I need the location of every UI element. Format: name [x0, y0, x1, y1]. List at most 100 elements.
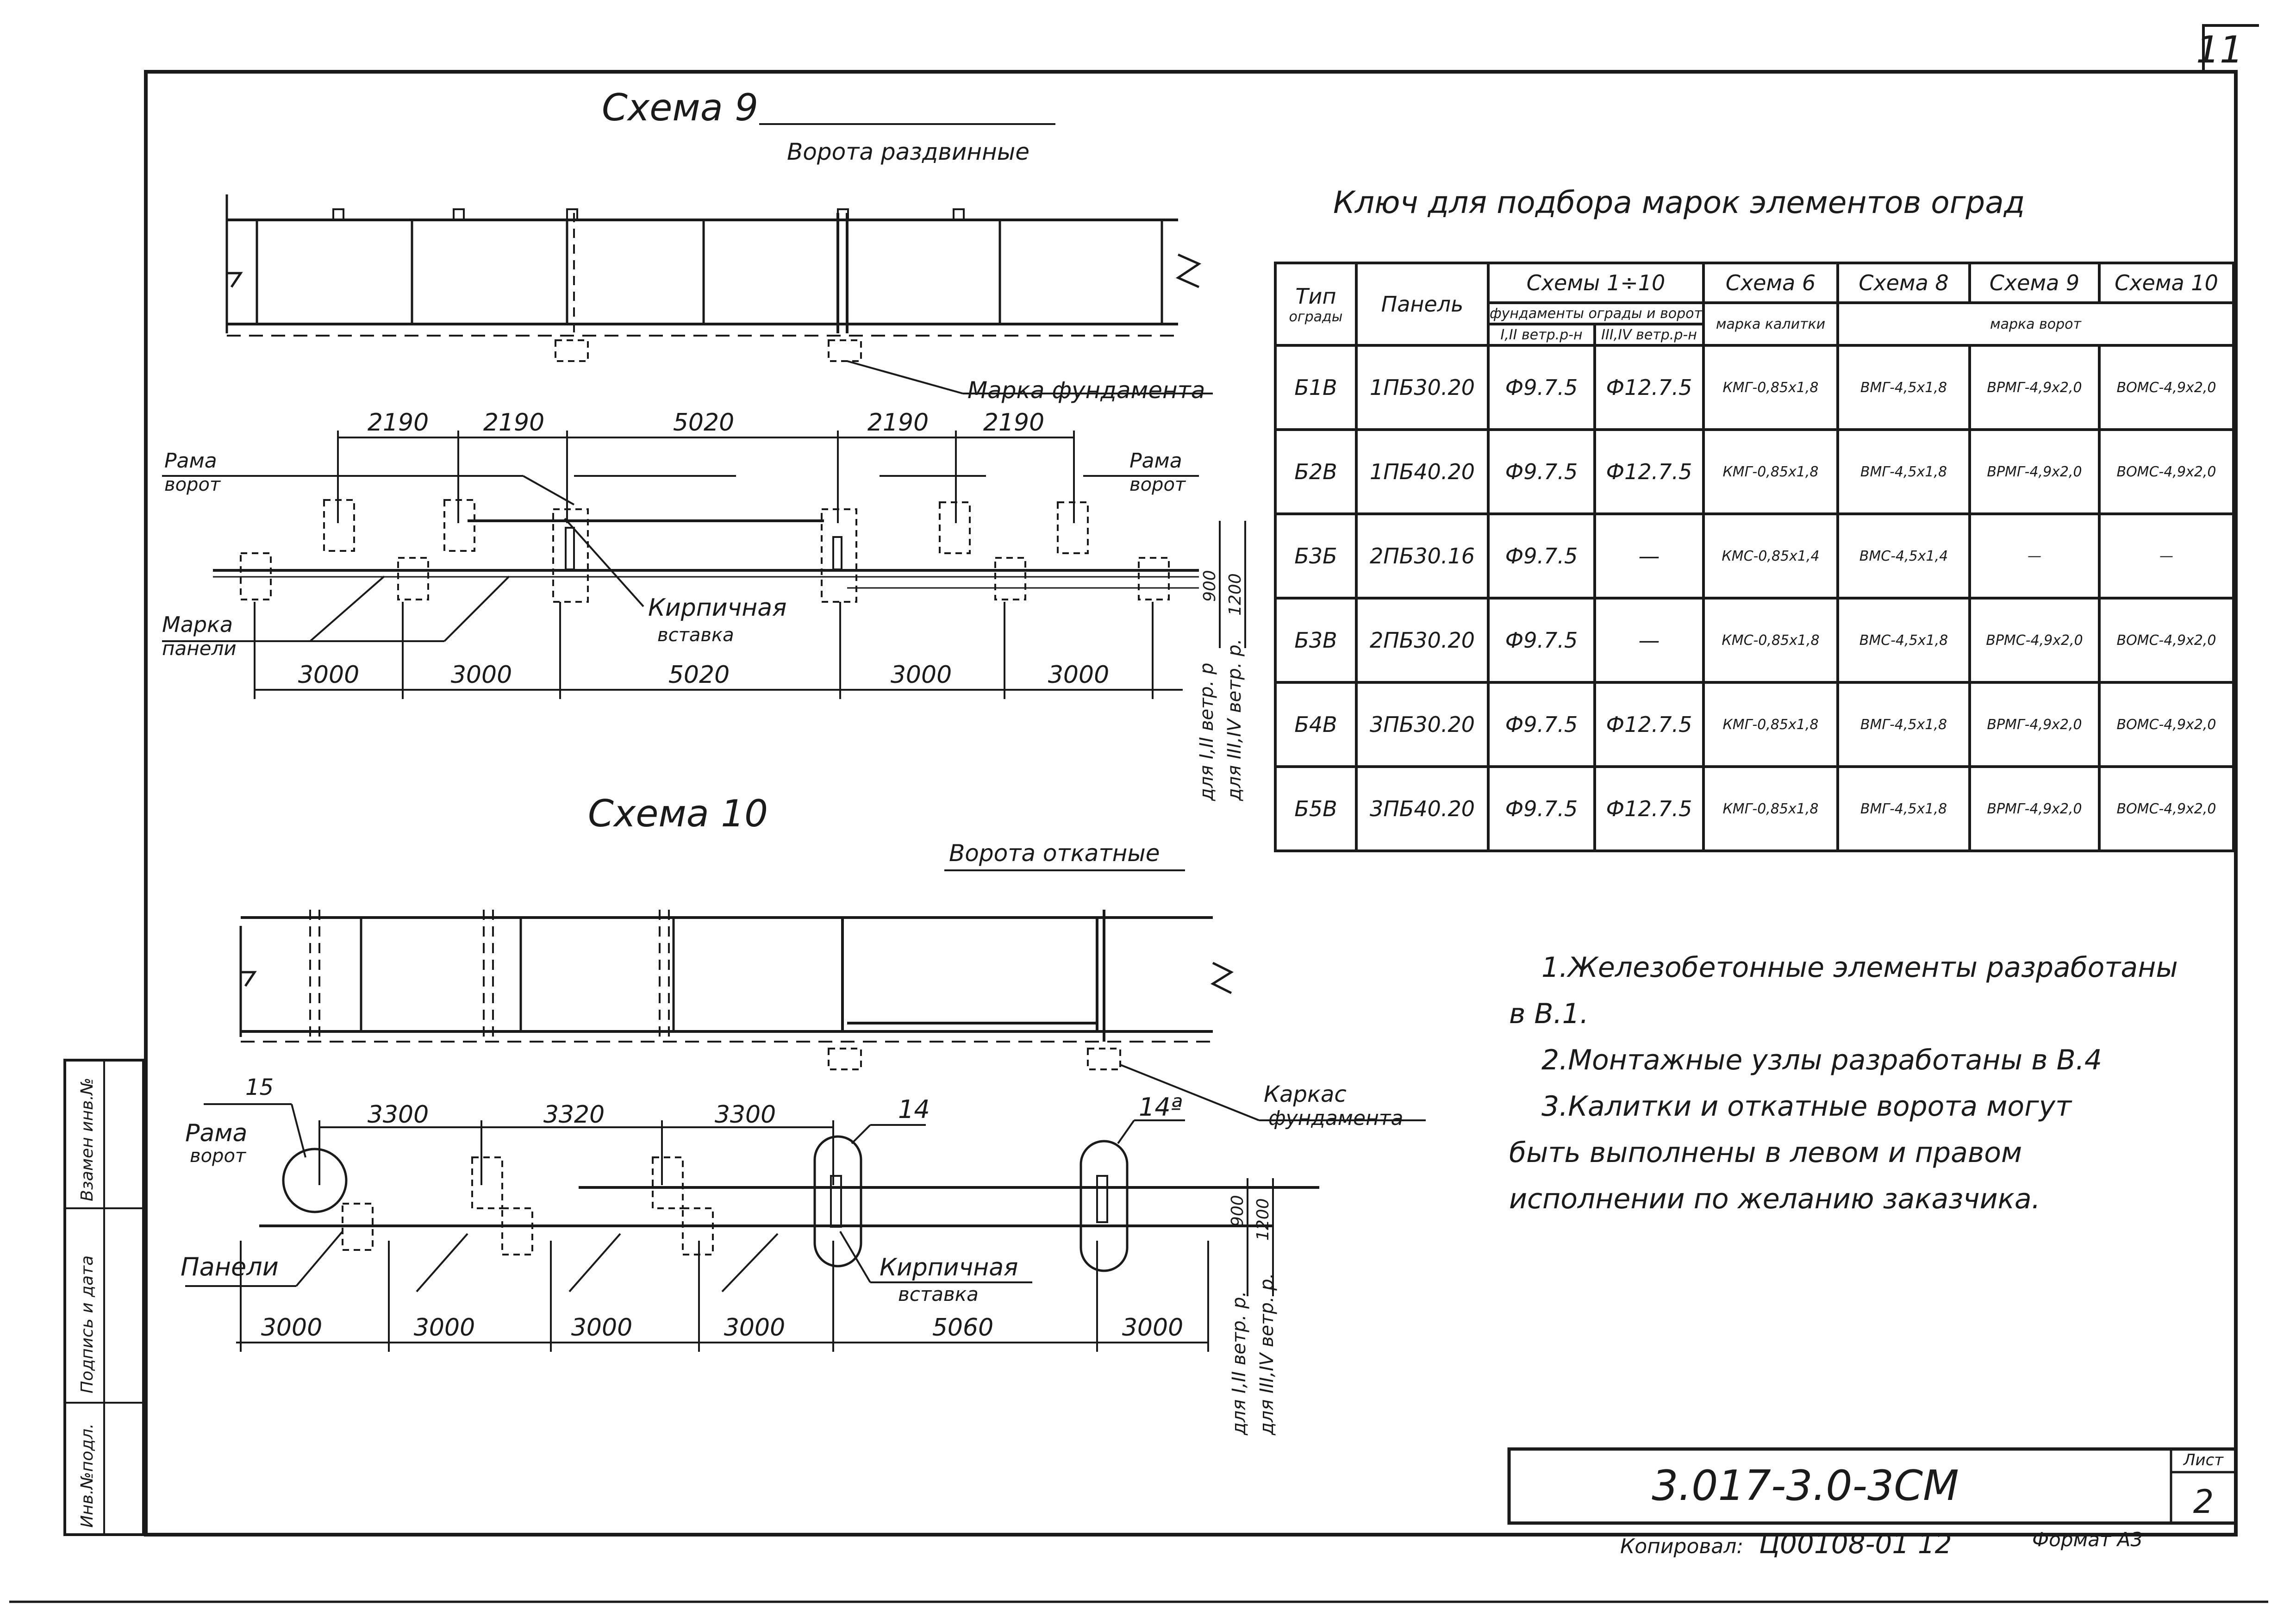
th-wind12: I,II ветр.р-н: [1487, 323, 1596, 347]
cell-s9: ВРМГ-4,9х2,0: [1968, 681, 2101, 768]
cell-s10: ВОМС-4,9х2,0: [2098, 597, 2235, 684]
note-line-2: в В.1.: [1509, 998, 1589, 1030]
cell-type: Б5В: [1274, 765, 1358, 852]
key-table-title: Ключ для подбора марок элементов оград: [1333, 185, 2025, 220]
cell-f2: Ф12.7.5: [1593, 681, 1705, 768]
th-type-1: Тип: [1295, 283, 1336, 309]
table-row: Б4В 3ПБ30.20 Ф9.7.5 Ф12.7.5 КМГ-0,85х1,8…: [1274, 681, 2235, 768]
scheme10-frame-foundation-2: фундамента: [1268, 1106, 1403, 1130]
scheme10-wind-2: для III,IV ветр. р.: [1256, 1273, 1278, 1436]
cell-s6: КМГ-0,85х1,8: [1702, 428, 1839, 515]
scheme10-callout-14a: 14ª: [1139, 1093, 1182, 1122]
cell-f2: Ф12.7.5: [1593, 344, 1705, 431]
cell-s10: ВОМС-4,9х2,0: [2098, 344, 2235, 431]
scheme9-frame-left-1: Рама: [164, 449, 217, 473]
scheme10-frame-2: ворот: [190, 1145, 247, 1167]
scheme10-top-dim-1: 3300: [368, 1101, 429, 1129]
th-scheme10: Схема 10: [2098, 262, 2235, 304]
scheme9-top-dim-2: 2190: [483, 409, 544, 437]
cell-s8: ВМГ-4,5х1,8: [1836, 681, 1971, 768]
cell-s8: ВМГ-4,5х1,8: [1836, 428, 1971, 515]
scheme10-height-1200: 1200: [1254, 1198, 1273, 1241]
scheme10-gate-label: Ворота откатные: [949, 840, 1160, 867]
scheme9-height-900: 900: [1200, 570, 1219, 602]
note-line-5: быть выполнены в левом и правом: [1509, 1137, 2022, 1169]
scheme9-bottom-dim-5: 3000: [1048, 661, 1109, 689]
cell-s6: КМГ-0,85х1,8: [1702, 344, 1839, 431]
table-row: Б2В 1ПБ40.20 Ф9.7.5 Ф12.7.5 КМГ-0,85х1,8…: [1274, 428, 2235, 515]
side-stamp-sign: Подпись и дата: [78, 1255, 97, 1393]
scheme9-bottom-dim-3: 5020: [668, 661, 730, 689]
th-panel: Панель: [1355, 262, 1490, 347]
cell-f1: Ф9.7.5: [1487, 681, 1596, 768]
cell-s6: КМГ-0,85х1,8: [1702, 765, 1839, 852]
stamp-sheet-no: 2: [2193, 1483, 2214, 1521]
scheme9-height-1200: 1200: [1226, 573, 1245, 616]
stamp-copied-value: Ц00108-01 12: [1759, 1528, 1952, 1560]
cell-panel: 1ПБ40.20: [1355, 428, 1490, 515]
cell-s9: ВРМС-4,9х2,0: [1968, 597, 2101, 684]
scheme10-brick-insert-1: Кирпичная: [880, 1254, 1018, 1281]
cell-s8: ВМС-4,5х1,8: [1836, 597, 1971, 684]
cell-f1: Ф9.7.5: [1487, 597, 1596, 684]
cell-f2: —: [1593, 597, 1705, 684]
stamp-format: Формат А3: [2032, 1528, 2143, 1551]
cell-panel: 3ПБ30.20: [1355, 681, 1490, 768]
cell-s9: ВРМГ-4,9х2,0: [1968, 428, 2101, 515]
scheme10-callout-14: 14: [898, 1095, 930, 1124]
stamp-sheet-label: Лист: [2183, 1451, 2224, 1469]
title-block: [1507, 1447, 2238, 1525]
scheme10-bottom-dim-2: 3000: [414, 1314, 475, 1342]
scheme9-brick-insert-2: вставка: [657, 625, 734, 646]
sheet-number-tab: [2202, 24, 2259, 72]
cell-f2: —: [1593, 512, 1705, 600]
scheme9-foundation-mark: Марка фундамента: [967, 377, 1205, 404]
cell-s9: ВРМГ-4,9х2,0: [1968, 765, 2101, 852]
scheme9-frame-left-2: ворот: [164, 474, 221, 495]
scheme10-frame-foundation-1: Каркас: [1264, 1081, 1347, 1107]
scheme10-bottom-dim-6: 3000: [1122, 1314, 1183, 1342]
scheme9-gate-label: Ворота раздвинные: [787, 138, 1029, 165]
cell-s8: ВМС-4,5х1,4: [1836, 512, 1971, 600]
scheme10-callout-15: 15: [245, 1074, 274, 1100]
scheme9-top-dim-4: 2190: [867, 409, 929, 437]
scheme9-title: Схема 9: [602, 86, 758, 129]
scheme10-bottom-dim-1: 3000: [261, 1314, 322, 1342]
scheme10-panels: Панели: [181, 1252, 279, 1281]
cell-s10: ВОМС-4,9х2,0: [2098, 681, 2235, 768]
cell-s8: ВМГ-4,5х1,8: [1836, 344, 1971, 431]
cell-f1: Ф9.7.5: [1487, 428, 1596, 515]
cell-panel: 2ПБ30.16: [1355, 512, 1490, 600]
cell-f1: Ф9.7.5: [1487, 512, 1596, 600]
scheme9-bottom-dim-2: 3000: [451, 661, 512, 689]
scheme9-plan: [162, 431, 1246, 699]
cell-s10: ВОМС-4,9х2,0: [2098, 428, 2235, 515]
th-gate-mark: марка ворот: [1836, 301, 2235, 347]
th-scheme6: Схема 6: [1702, 262, 1839, 304]
scheme9-panel-mark-2: панели: [162, 637, 237, 660]
th-scheme8: Схема 8: [1836, 262, 1971, 304]
cell-type: Б2В: [1274, 428, 1358, 515]
scheme9-frame-right-1: Рама: [1129, 449, 1182, 473]
scheme10-wind-1: для I,II ветр. р.: [1229, 1291, 1250, 1436]
table-row: Б3Б 2ПБ30.16 Ф9.7.5 — КМС-0,85х1,4 ВМС-4…: [1274, 512, 2235, 600]
table-row: Б3В 2ПБ30.20 Ф9.7.5 — КМС-0,85х1,8 ВМС-4…: [1274, 597, 2235, 684]
scheme9-frame-right-2: ворот: [1129, 474, 1186, 495]
scheme9-top-dim-3: 5020: [673, 409, 734, 437]
scheme10-bottom-dim-3: 3000: [571, 1314, 632, 1342]
notes-block: 1.Железобетонные элементы разработаны в …: [1509, 944, 2178, 1222]
scheme9-bottom-dim-1: 3000: [298, 661, 359, 689]
scheme9-elevation: [225, 123, 1213, 394]
note-line-6: исполнении по желанию заказчика.: [1509, 1183, 2040, 1215]
cell-s6: КМС-0,85х1,4: [1702, 512, 1839, 600]
side-stamp-replace: Взамен инв.№: [78, 1078, 97, 1201]
scheme10-bottom-dim-5: 5060: [932, 1314, 993, 1342]
scheme10-title: Схема 10: [588, 792, 768, 835]
cell-panel: 1ПБ30.20: [1355, 344, 1490, 431]
cell-f2: Ф12.7.5: [1593, 428, 1705, 515]
scheme10-top-dim-2: 3320: [543, 1101, 605, 1129]
cell-s9: ВРМГ-4,9х2,0: [1968, 344, 2101, 431]
scheme9-top-dim-5: 2190: [983, 409, 1044, 437]
key-table: Тип ограды Панель Схемы 1÷10 Схема 6 Схе…: [1274, 262, 2235, 852]
